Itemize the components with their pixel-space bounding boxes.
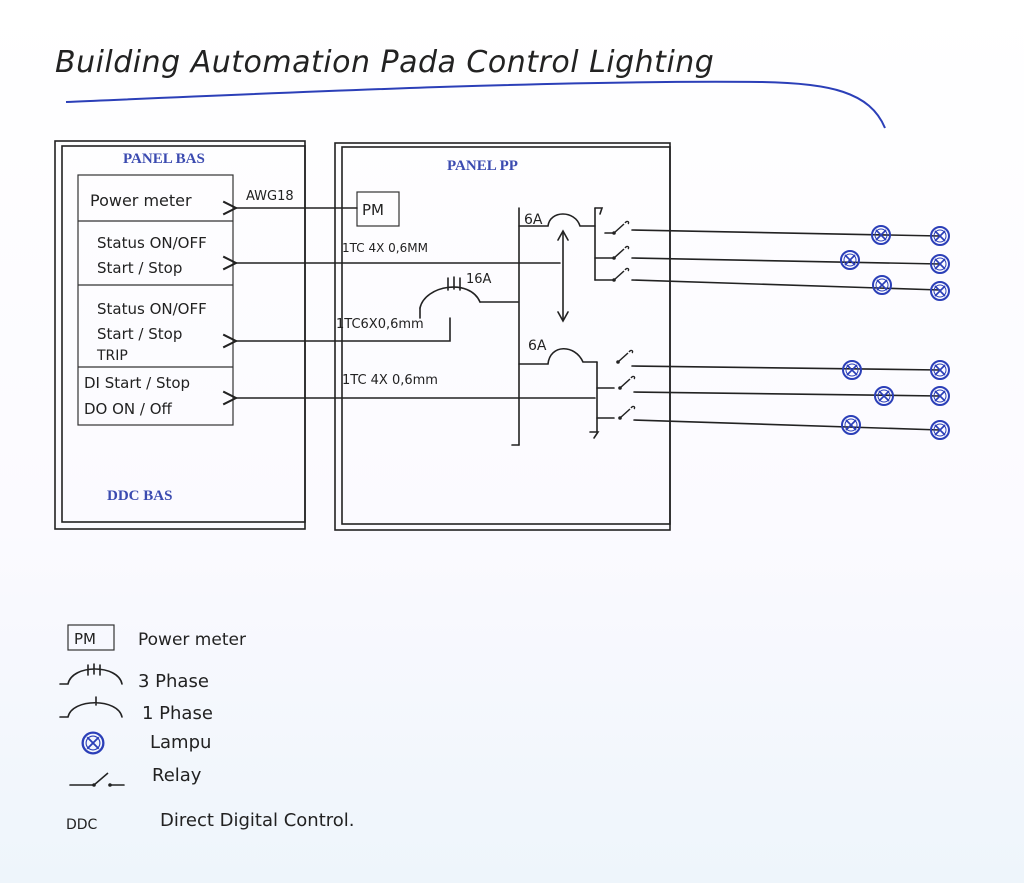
- legend-label-3-phase: 3 Phase: [138, 671, 209, 692]
- panel-bas-footer: DDC BAS: [107, 488, 172, 504]
- legend-symbol-pm: PM: [74, 630, 96, 648]
- module-status-1-line-2: Start / Stop: [97, 259, 182, 277]
- cable-2-wire: [236, 317, 451, 341]
- ddc-module-stack: Power meter Status ON/OFF Start / Stop S…: [77, 174, 234, 426]
- relay-icon: [611, 267, 630, 283]
- relay-icon: [617, 405, 636, 421]
- cable-awg-label: AWG18: [246, 189, 294, 204]
- relay-icon: [617, 375, 636, 391]
- three-phase-breaker-16a: [419, 286, 481, 309]
- legend-label-1-phase: 1 Phase: [142, 703, 213, 724]
- breaker-16a-label: 16A: [466, 272, 492, 287]
- breaker-top-label: 6A: [524, 212, 543, 228]
- page-title: Building Automation Pada Control Lightin…: [55, 45, 714, 80]
- single-phase-breaker-top: [518, 213, 596, 227]
- three-phase-icon: [59, 663, 123, 685]
- panel-bas-title: PANEL BAS: [123, 151, 205, 167]
- legend-power-meter-box: [67, 624, 115, 651]
- module-power-meter-line-1: Power meter: [90, 191, 192, 210]
- lamp-icon: [871, 225, 891, 245]
- cable-1-label: 1TC 4X 0,6MM: [342, 241, 428, 255]
- lamp-icon: [930, 420, 950, 440]
- cable-2-label: 1TC6X0,6mm: [336, 317, 424, 332]
- module-status-2-line-2: Start / Stop: [97, 325, 182, 343]
- title-underline: [65, 80, 886, 129]
- lamp-icon: [930, 254, 950, 274]
- power-meter-label: PM: [362, 201, 384, 219]
- module-status-2-line-3: TRIP: [96, 348, 128, 364]
- panel-pp: PANEL PP: [334, 142, 671, 531]
- lamp-icon: [930, 360, 950, 380]
- one-phase-icon: [59, 696, 123, 718]
- legend-label-lamp: Lampu: [150, 732, 211, 753]
- legend-symbol-ddc: DDC: [66, 817, 98, 833]
- lamp-icon: [842, 360, 862, 380]
- legend-lamp-icon: [81, 731, 105, 755]
- legend-label-power-meter: Power meter: [138, 630, 246, 650]
- relay-icon: [611, 220, 630, 236]
- lamp-icon: [874, 386, 894, 406]
- legend-label-ddc: Direct Digital Control.: [160, 810, 355, 831]
- module-status-1-line-1: Status ON/OFF: [97, 234, 207, 252]
- panel-pp-title: PANEL PP: [447, 158, 518, 174]
- panel-bas: PANEL BAS DDC BAS Power meter Status ON/…: [54, 140, 306, 530]
- power-meter-box: [356, 191, 400, 227]
- module-dido-line-2: DO ON / Off: [84, 400, 173, 418]
- legend-label-relay: Relay: [152, 765, 202, 786]
- lamp-icon: [930, 226, 950, 246]
- legend: PM Power meter 3 Phase 1 Phase Lampu Rel…: [59, 624, 355, 833]
- lamp-icon: [930, 281, 950, 301]
- lamp-icon: [930, 386, 950, 406]
- relay-icon: [615, 349, 634, 365]
- legend-relay-icon: [69, 772, 125, 787]
- module-dido-line-1: DI Start / Stop: [84, 374, 190, 392]
- lamp-icon: [840, 250, 860, 270]
- cable-3-label: 1TC 4X 0,6mm: [342, 373, 438, 388]
- module-status-2-line-1: Status ON/OFF: [97, 300, 207, 318]
- lamp-icon: [872, 275, 892, 295]
- lamp-icon: [841, 415, 861, 435]
- single-phase-breaker-bottom: [518, 348, 598, 365]
- breaker-bottom-label: 6A: [528, 338, 547, 354]
- relay-icon: [611, 245, 630, 261]
